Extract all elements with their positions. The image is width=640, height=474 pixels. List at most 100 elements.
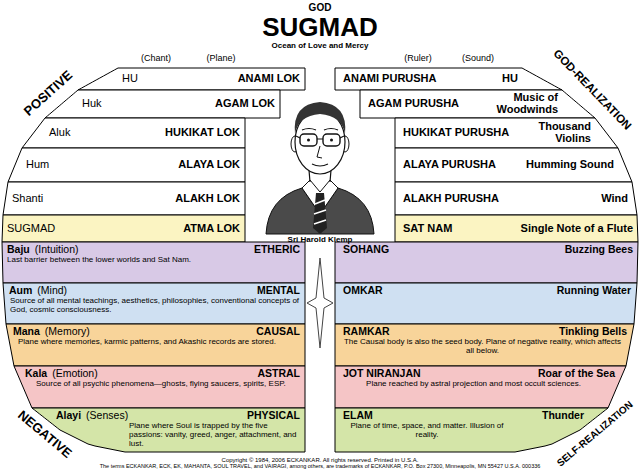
band-text: SOHANGBuzzing Bees xyxy=(335,242,638,283)
band-outline xyxy=(335,366,626,408)
ruler-name: JOT NIRANJAN xyxy=(343,368,421,379)
band-row: Aum (Mind) MENTAL xyxy=(3,283,305,296)
plane-band: AGAM PURUSHAMusic of Woodwinds xyxy=(360,90,595,118)
sound-label: Music of Woodwinds xyxy=(459,92,558,115)
plane-name: ANAMI LOK xyxy=(232,73,300,85)
plane-band: ALAYA PURUSHAHumming Sound xyxy=(395,148,632,182)
band-text: ALAYA PURUSHAHumming Sound xyxy=(395,148,632,182)
band-outline xyxy=(395,118,618,148)
chant-label: Aluk xyxy=(49,127,70,139)
plane-name: ASTRAL xyxy=(251,368,300,379)
faculty-label: (Senses) xyxy=(86,410,128,421)
plane-band: HUANAMI LOK xyxy=(78,68,305,90)
band-outline xyxy=(22,118,245,148)
plane-band: Alayi(Senses)PHYSICALPlane where Soul is… xyxy=(32,408,305,452)
ruler-name: RAMKAR xyxy=(343,326,390,337)
copyright-note: Copyright © 1984, 2006 ECKANKAR. All rig… xyxy=(222,457,419,463)
plane-band: ELAMThunderPlane of time, space, and mat… xyxy=(335,408,608,452)
band-text: ELAMThunderPlane of time, space, and mat… xyxy=(335,408,608,452)
plane-band: Aum (Mind) MENTALSource of all mental teac… xyxy=(3,283,305,324)
band-row: OMKARRunning Water xyxy=(335,283,637,296)
plane-band: ANAMI PURUSHAHU xyxy=(335,68,562,90)
plane-name: ETHERIC xyxy=(248,244,300,255)
plane-band: ShantiALAKH LOK xyxy=(3,182,245,215)
chant-label: Kala xyxy=(25,368,47,379)
sound-label: Thousand Violins xyxy=(509,121,591,144)
plane-description: Last barrier between the lower worlds an… xyxy=(2,256,305,265)
band-row: Huk AGAM LOK xyxy=(45,98,280,110)
band-outline xyxy=(335,283,637,324)
band-row: HUKIKAT PURUSHAThousand Violins xyxy=(395,121,618,144)
band-text: HUANAMI LOK xyxy=(78,68,305,90)
plane-name: HUKIKAT LOK xyxy=(159,127,240,139)
band-row: Baju(Intuition)ETHERIC xyxy=(2,242,305,255)
band-row: ANAMI PURUSHAHU xyxy=(335,73,562,85)
band-text: Mana(Memory)CAUSALPlane where memories, … xyxy=(6,324,305,366)
band-text: Baju(Intuition)ETHERICLast barrier betwe… xyxy=(2,242,305,283)
sound-label: Tinkling Bells xyxy=(553,326,627,337)
ruler-name: SAT NAM xyxy=(403,223,452,235)
plane-band: Mana(Memory)CAUSALPlane where memories, … xyxy=(6,324,305,366)
ruler-name: ALAYA PURUSHA xyxy=(403,159,496,171)
band-outline xyxy=(14,366,305,408)
chant-label: Huk xyxy=(82,98,102,110)
band-row: ShantiALAKH LOK xyxy=(3,193,245,205)
chant-label: Mana xyxy=(13,326,40,337)
plane-description: Plane where memories, karmic patterns, a… xyxy=(6,338,305,347)
title: SUGMAD xyxy=(262,14,378,40)
plane-band: SOHANGBuzzing Bees xyxy=(335,242,638,283)
sound-label: Running Water xyxy=(551,285,631,296)
plane-description: Plane of time, space, and matter. Illusi… xyxy=(335,422,608,440)
band-row: SAT NAM Single Note of a Flute xyxy=(395,223,638,235)
band-outline xyxy=(45,90,280,118)
plane-name: ALAYA LOK xyxy=(172,159,240,171)
band-text: Aum (Mind) MENTALSource of all mental teac… xyxy=(3,283,305,324)
band-text: HUKIKAT PURUSHAThousand Violins xyxy=(395,118,618,148)
plane-description: The Causal body is also the seed body. P… xyxy=(335,338,634,356)
faculty-label: (Emotion) xyxy=(52,368,98,379)
band-outline xyxy=(335,242,638,283)
column-header: (Ruler) xyxy=(404,54,432,63)
ruler-name: ALAKH PURUSHA xyxy=(403,193,499,205)
plane-name: PHYSICAL xyxy=(241,410,300,421)
band-text: Alayi(Senses)PHYSICALPlane where Soul is… xyxy=(32,408,305,452)
band-row: SUGMAD ATMA LOK xyxy=(2,223,245,235)
band-row: HUANAMI LOK xyxy=(78,73,305,85)
ruler-name: ANAMI PURUSHA xyxy=(343,73,437,85)
star-symbol xyxy=(307,258,333,348)
band-text: RAMKAR Tinkling BellsThe Causal body is a… xyxy=(335,324,634,366)
plane-band: Baju(Intuition)ETHERICLast barrier betwe… xyxy=(2,242,305,283)
plane-band: Kala(Emotion)ASTRALSource of all psychic… xyxy=(14,366,305,408)
column-header: (Plane) xyxy=(206,54,235,63)
plane-band: SUGMAD ATMA LOK xyxy=(2,215,245,242)
chant-label: SUGMAD xyxy=(7,223,55,235)
band-outline xyxy=(395,148,632,182)
plane-band: ALAKH PURUSHAWind xyxy=(395,182,637,215)
band-text: OMKARRunning Water xyxy=(335,283,637,324)
heading-label: GOD xyxy=(309,3,332,13)
subtitle: Ocean of Love and Mercy xyxy=(272,42,369,50)
plane-name: ATMA LOK xyxy=(177,223,240,235)
band-outline xyxy=(78,68,305,90)
band-row: Alayi(Senses)PHYSICAL xyxy=(32,408,305,421)
band-row: Aluk HUKIKAT LOK xyxy=(22,127,245,139)
plane-description: Source of all mental teachings, aestheti… xyxy=(3,297,305,315)
band-text: Kala(Emotion)ASTRALSource of all psychic… xyxy=(14,366,305,408)
plane-description: Plane reached by astral projection and m… xyxy=(335,380,626,389)
band-text: AGAM PURUSHAMusic of Woodwinds xyxy=(360,90,595,118)
band-text: HumALAYA LOK xyxy=(8,148,245,182)
faculty-label: (Mind) xyxy=(37,285,67,296)
chant-label: Aum xyxy=(9,285,32,296)
band-outline xyxy=(360,90,595,118)
band-outline xyxy=(2,215,245,242)
band-outline xyxy=(335,408,608,452)
plane-name: MENTAL xyxy=(251,285,300,296)
band-row: ALAKH PURUSHAWind xyxy=(395,193,637,205)
plane-name: AGAM LOK xyxy=(209,98,275,110)
band-outline xyxy=(335,324,634,366)
plane-band: RAMKAR Tinkling BellsThe Causal body is a… xyxy=(335,324,634,366)
sound-label: Single Note of a Flute xyxy=(515,223,633,235)
plane-band: SAT NAM Single Note of a Flute xyxy=(395,215,638,242)
band-text: ALAKH PURUSHAWind xyxy=(395,182,637,215)
